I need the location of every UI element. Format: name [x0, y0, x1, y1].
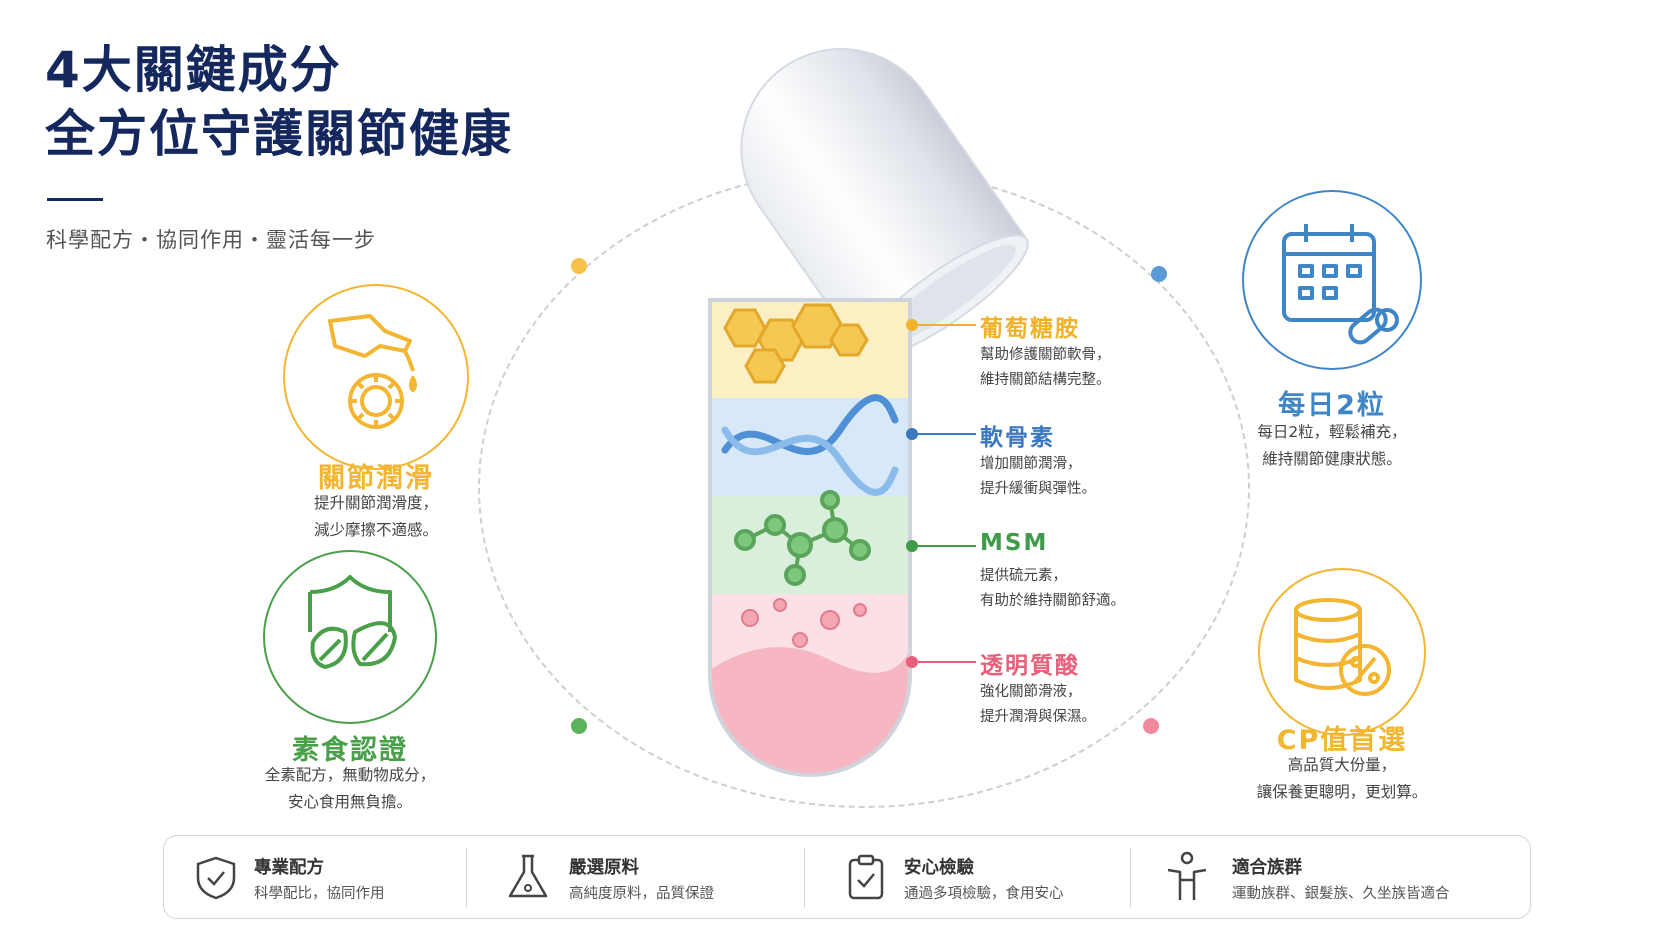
- ingredient-marker-hyaluronic: [906, 656, 918, 668]
- bar-desc-ingredients: 高純度原料，品質保證: [569, 886, 714, 902]
- ingredient-connector: [918, 324, 976, 326]
- feature-title-value: CP值首選: [1276, 725, 1408, 756]
- ingredient-desc-msm: 提供硫元素， 有助於維持關節舒適。: [980, 568, 1125, 609]
- feature-title-daily: 每日2粒: [1278, 390, 1386, 421]
- flask-icon: [508, 854, 548, 898]
- feature-title-vegan: 素食認證: [292, 735, 408, 766]
- feature-circle-lubrication: [283, 284, 469, 470]
- capsule-illustration: [708, 48, 1029, 777]
- feature-desc-lubrication: 提升關節潤滑度， 減少摩擦不適感。: [313, 494, 438, 539]
- ingredient-title-glucosamine: 葡萄糖胺: [980, 316, 1080, 342]
- feature-desc-value: 高品質大份量， 讓保養更聰明，更划算。: [1256, 756, 1428, 801]
- bar-divider: [466, 848, 467, 908]
- feature-circle-vegan: [263, 550, 437, 724]
- leaf-shield-icon: [308, 575, 397, 669]
- bar-divider: [1130, 848, 1131, 908]
- ingredient-connector: [918, 545, 976, 547]
- orbit-dot-blue: [1151, 266, 1167, 282]
- feature-desc-vegan: 全素配方，無動物成分， 安心食用無負擔。: [264, 766, 436, 811]
- ingredient-marker-chondroitin: [906, 428, 918, 440]
- shield-check-icon: [196, 856, 236, 900]
- bar-desc-formula: 科學配比，協同作用: [254, 886, 385, 902]
- oil-gear-icon: [328, 314, 417, 429]
- ingredient-connector: [918, 433, 976, 435]
- orbit-dot-yellow: [571, 258, 587, 274]
- ingredient-title-chondroitin: 軟骨素: [980, 425, 1055, 451]
- ingredient-desc-glucosamine: 幫助修護關節軟骨， 維持關節結構完整。: [980, 347, 1111, 388]
- clipboard-check-icon: [848, 854, 884, 900]
- bar-title-formula: 專業配方: [254, 858, 324, 878]
- page-title: 4大關鍵成分 全方位守護關節健康: [45, 41, 513, 163]
- person-icon: [1167, 851, 1207, 900]
- feature-desc-daily: 每日2粒，輕鬆補充， 維持關節健康狀態。: [1257, 423, 1407, 468]
- bar-title-testing: 安心檢驗: [904, 858, 974, 878]
- bar-desc-testing: 通過多項檢驗，食用安心: [904, 886, 1064, 902]
- coins-percent-icon: [1294, 598, 1391, 696]
- title-divider: [47, 198, 103, 201]
- features-bar: 專業配方 科學配比，協同作用 嚴選原料 高純度原料，品質保證 安心檢驗 通過多項…: [163, 835, 1531, 919]
- orbit-dot-pink: [1143, 718, 1159, 734]
- ingredient-marker-glucosamine: [906, 319, 918, 331]
- calendar-pill-icon: [1282, 224, 1399, 345]
- bar-title-audience: 適合族群: [1232, 858, 1302, 878]
- orbit-dot-green: [571, 718, 587, 734]
- bar-title-ingredients: 嚴選原料: [569, 858, 639, 878]
- page-subtitle: 科學配方・協同作用・靈活每一步: [46, 228, 376, 252]
- ingredient-desc-hyaluronic: 強化關節滑液， 提升潤滑與保濕。: [980, 684, 1096, 725]
- ingredient-connector: [918, 661, 976, 663]
- ingredient-marker-msm: [906, 540, 918, 552]
- feature-title-lubrication: 關節潤滑: [318, 463, 434, 494]
- feature-circle-value: [1258, 568, 1426, 736]
- ingredient-desc-chondroitin: 增加關節潤滑， 提升緩衝與彈性。: [980, 456, 1096, 497]
- ingredient-title-msm: MSM: [980, 530, 1049, 556]
- ingredient-title-hyaluronic: 透明質酸: [980, 653, 1080, 679]
- bar-desc-audience: 運動族群、銀髮族、久坐族皆適合: [1232, 886, 1450, 902]
- bar-divider: [804, 848, 805, 908]
- feature-circle-daily: [1242, 190, 1422, 370]
